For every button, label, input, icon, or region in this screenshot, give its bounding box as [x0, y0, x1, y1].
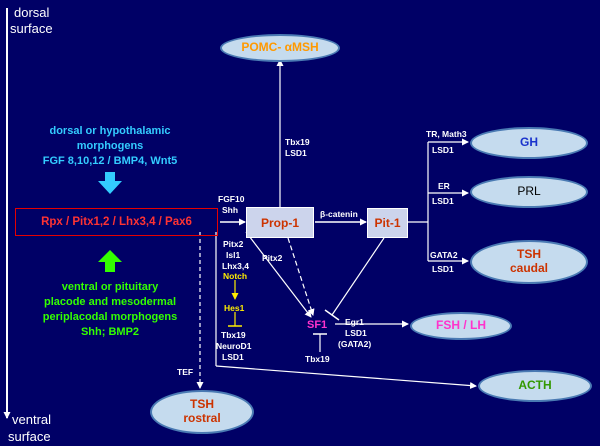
tsh-caudal-oval: TSH caudal — [470, 240, 588, 284]
transcription-factor-label: Rpx / Pitx1,2 / Lhx3,4 / Pax6 — [41, 216, 192, 228]
ventral-morphogens-line3: periplacodal morphogens — [42, 311, 178, 323]
gh-label: GH — [520, 135, 538, 150]
prop1-box: Prop-1 — [246, 207, 314, 238]
label-lhx34: Lhx3,4 — [222, 261, 249, 271]
label-lsd1-lineage: LSD1 — [222, 352, 244, 362]
label-hes1: Hes1 — [224, 303, 245, 313]
inhibit-pit1-bar — [324, 309, 340, 321]
tsh-rostral-label-1: TSH — [190, 397, 214, 412]
acth-oval: ACTH — [478, 370, 592, 402]
ventral-morphogens-line2: placode and mesodermal — [43, 296, 177, 308]
label-gata2-paren: (GATA2) — [338, 339, 372, 349]
ventral-morphogens-line1: ventral or pituitary — [61, 281, 159, 293]
axis-top-label-line2: surface — [10, 21, 53, 36]
label-tbx19-lineage: Tbx19 — [221, 330, 246, 340]
tsh-rostral-oval: TSH rostral — [150, 390, 254, 434]
prl-label: PRL — [517, 184, 541, 199]
label-tef: TEF — [177, 367, 194, 377]
label-gata2: GATA2 — [430, 250, 458, 260]
pomc-msh-label: POMC- αMSH — [241, 40, 319, 55]
tsh-caudal-label-1: TSH — [517, 247, 541, 262]
arrow-pitx2-to-sf1 — [245, 231, 312, 318]
green-up-arrow-icon — [98, 250, 122, 272]
pit1-box: Pit-1 — [367, 208, 408, 238]
label-egr1: Egr1 — [345, 317, 364, 327]
inhibit-pit1-to-sf1 — [331, 237, 385, 316]
label-shh: Shh — [222, 205, 239, 215]
axis-bottom-label-line2: surface — [8, 429, 51, 444]
label-notch: Notch — [223, 271, 248, 281]
gh-oval: GH — [470, 127, 588, 159]
transcription-factor-box: Rpx / Pitx1,2 / Lhx3,4 / Pax6 — [15, 208, 218, 236]
fsh-lh-label: FSH / LH — [436, 318, 486, 333]
label-isl1: Isl1 — [226, 250, 241, 260]
label-neurod1: NeuroD1 — [216, 341, 252, 351]
label-lsd1-gh: LSD1 — [432, 145, 454, 155]
label-pitx2: Pitx2 — [223, 239, 244, 249]
label-lsd1-top: LSD1 — [285, 148, 307, 158]
label-lsd1-fsh: LSD1 — [345, 328, 367, 338]
tsh-rostral-label-2: rostral — [183, 411, 221, 425]
label-fgf10: FGF10 — [218, 194, 245, 204]
dashed-prop1-to-sf1 — [287, 237, 315, 316]
prop1-label: Prop-1 — [260, 215, 299, 230]
label-lsd1-tsh: LSD1 — [432, 264, 454, 274]
label-tr-math3: TR, Math3 — [426, 129, 467, 139]
pit1-label: Pit-1 — [374, 216, 401, 230]
axis-top-label-line1: dorsal — [14, 5, 50, 20]
ventral-morphogens-line4: Shh; BMP2 — [80, 326, 140, 338]
pomc-msh-oval: POMC- αMSH — [220, 34, 340, 62]
arrow-to-acth — [215, 365, 477, 390]
sf1-label: SF1 — [307, 319, 328, 331]
label-beta-catenin: β-catenin — [320, 209, 358, 219]
dorsal-morphogens-line2: morphogens — [76, 140, 144, 152]
acth-label: ACTH — [518, 378, 552, 393]
cyan-down-arrow-icon — [98, 172, 122, 194]
fsh-lh-oval: FSH / LH — [410, 312, 512, 340]
label-tbx19-top: Tbx19 — [285, 137, 310, 147]
label-tbx19-sf1: Tbx19 — [305, 354, 330, 364]
label-er: ER — [438, 181, 450, 191]
dorsal-morphogens-line1: dorsal or hypothalamic — [49, 125, 171, 137]
label-pitx2-diagonal: Pitx2 — [262, 253, 283, 263]
axis-bottom-label-line1: ventral — [12, 412, 52, 427]
label-lsd1-prl: LSD1 — [432, 196, 454, 206]
prl-oval: PRL — [470, 176, 588, 208]
tsh-caudal-label-2: caudal — [509, 261, 548, 275]
dorsal-morphogens-line3: FGF 8,10,12 / BMP4, Wnt5 — [42, 155, 178, 167]
